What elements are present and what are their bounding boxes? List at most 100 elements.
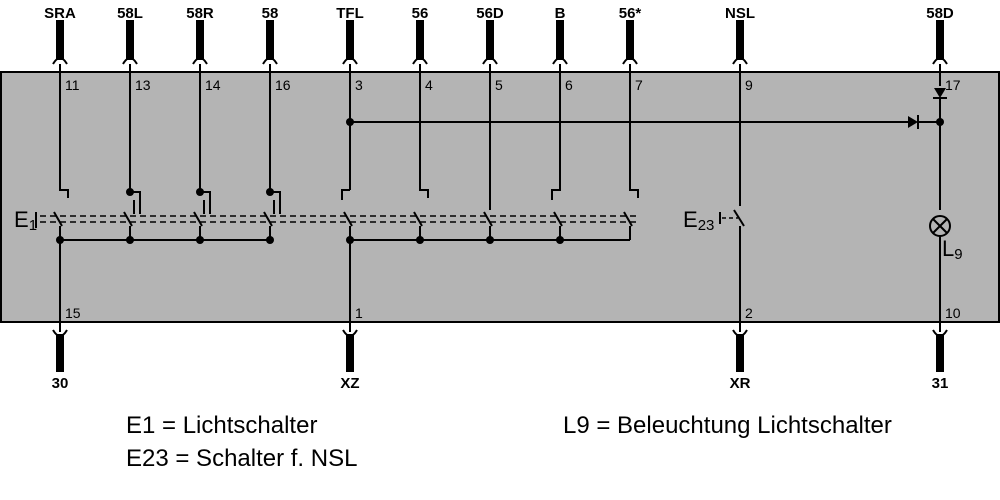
connector-plug bbox=[196, 20, 204, 60]
connector-socket bbox=[342, 57, 358, 65]
terminal-label-top: NSL bbox=[725, 5, 755, 22]
connector-top-56d bbox=[482, 20, 498, 65]
junction-dot bbox=[126, 188, 134, 196]
terminal-label-top: TFL bbox=[336, 5, 364, 22]
switch-blade bbox=[623, 211, 633, 227]
connector-socket bbox=[262, 57, 278, 65]
connector-top-58l bbox=[122, 20, 138, 65]
junction-dot bbox=[196, 188, 204, 196]
connector-plug bbox=[126, 20, 134, 60]
connector-socket bbox=[122, 57, 138, 65]
switch-blade bbox=[123, 211, 133, 227]
terminal-label-bottom: XZ bbox=[340, 375, 359, 392]
pin-number: 10 bbox=[945, 305, 961, 321]
connector-socket bbox=[342, 329, 358, 337]
connector-socket bbox=[932, 329, 948, 337]
junction-dots bbox=[56, 118, 944, 244]
junction-dot bbox=[556, 236, 564, 244]
pin-number: 13 bbox=[135, 77, 151, 93]
connector-top-56-star bbox=[622, 20, 638, 65]
connector-plug bbox=[416, 20, 424, 60]
legend-e23: E23 = Schalter f. NSL bbox=[126, 445, 358, 472]
terminal-label-top: 56 bbox=[412, 5, 429, 22]
switch-contacts bbox=[35, 88, 951, 237]
connector-socket bbox=[732, 329, 748, 337]
lamp-icon bbox=[929, 215, 951, 237]
connector-socket bbox=[552, 57, 568, 65]
terminal-label-top: 58L bbox=[117, 5, 143, 22]
pin-number: 17 bbox=[945, 77, 961, 93]
wire-sra bbox=[59, 64, 69, 198]
connector-socket bbox=[932, 57, 948, 65]
connector-socket bbox=[732, 57, 748, 65]
pin-number: 11 bbox=[65, 77, 80, 93]
connector-plug bbox=[736, 334, 744, 372]
connector-plug bbox=[736, 20, 744, 60]
connector-bottom-31 bbox=[932, 329, 948, 372]
connector-top-58r bbox=[192, 20, 208, 65]
wire-56star bbox=[629, 64, 639, 198]
wire-56 bbox=[419, 64, 429, 198]
terminal-label-top: 58D bbox=[926, 5, 954, 22]
pin-number: 9 bbox=[745, 77, 753, 93]
switch-e1-label: E1 bbox=[14, 207, 37, 234]
lamp-cross bbox=[932, 218, 948, 234]
connector-top-nsl bbox=[732, 20, 748, 65]
junction-dot bbox=[266, 236, 274, 244]
junction-dot bbox=[486, 236, 494, 244]
switch-blade bbox=[553, 211, 563, 227]
pin-number: 14 bbox=[205, 77, 221, 93]
pin-number: 1 bbox=[355, 305, 363, 321]
pin-number: 16 bbox=[275, 77, 291, 93]
connector-plug bbox=[56, 20, 64, 60]
connector-plug bbox=[936, 20, 944, 60]
connectors bbox=[52, 20, 948, 372]
switch-blade bbox=[263, 211, 273, 227]
connector-bottom-xz bbox=[342, 329, 358, 372]
pin-number: 5 bbox=[495, 77, 503, 93]
wire-b bbox=[551, 64, 561, 200]
pin-number: 15 bbox=[65, 305, 81, 321]
connector-top-58d bbox=[932, 20, 948, 65]
junction-dot bbox=[266, 188, 274, 196]
switch-blade bbox=[483, 211, 493, 227]
connector-socket bbox=[192, 57, 208, 65]
junction-dot bbox=[346, 236, 354, 244]
terminal-label-top: 56D bbox=[476, 5, 504, 22]
terminal-label-top: 58R bbox=[186, 5, 214, 22]
junction-tfl bbox=[346, 118, 354, 126]
pin-number: 2 bbox=[745, 305, 753, 321]
pin-number: 4 bbox=[425, 77, 433, 93]
legend-l9: L9 = Beleuchtung Lichtschalter bbox=[563, 412, 892, 439]
terminal-label-top: 58 bbox=[262, 5, 279, 22]
junction-dot bbox=[56, 236, 64, 244]
legend-e1: E1 = Lichtschalter bbox=[126, 412, 318, 439]
terminal-label-bottom: 30 bbox=[52, 375, 69, 392]
pin-number: 3 bbox=[355, 77, 363, 93]
terminal-label-bottom: 31 bbox=[932, 375, 949, 392]
diode-bus-icon bbox=[908, 116, 918, 128]
connector-plug bbox=[936, 334, 944, 372]
connector-plug bbox=[346, 20, 354, 60]
connector-top-56 bbox=[412, 20, 428, 65]
e23-blade bbox=[733, 209, 745, 227]
junction-dot bbox=[196, 236, 204, 244]
connector-socket bbox=[52, 57, 68, 65]
connector-plug bbox=[486, 20, 494, 60]
diode-top-icon bbox=[934, 88, 946, 98]
connector-plug bbox=[556, 20, 564, 60]
switch-blade bbox=[53, 211, 63, 227]
connector-socket bbox=[52, 329, 68, 337]
connector-plug bbox=[56, 334, 64, 372]
connector-plug bbox=[626, 20, 634, 60]
connector-socket bbox=[412, 57, 428, 65]
connector-plug bbox=[346, 334, 354, 372]
connector-socket bbox=[482, 57, 498, 65]
terminal-label-top: 56* bbox=[619, 5, 642, 22]
pin-number: 6 bbox=[565, 77, 573, 93]
connector-top-tfl bbox=[342, 20, 358, 65]
connector-top-b bbox=[552, 20, 568, 65]
switch-blade bbox=[193, 211, 203, 227]
junction-lamp bbox=[936, 118, 944, 126]
